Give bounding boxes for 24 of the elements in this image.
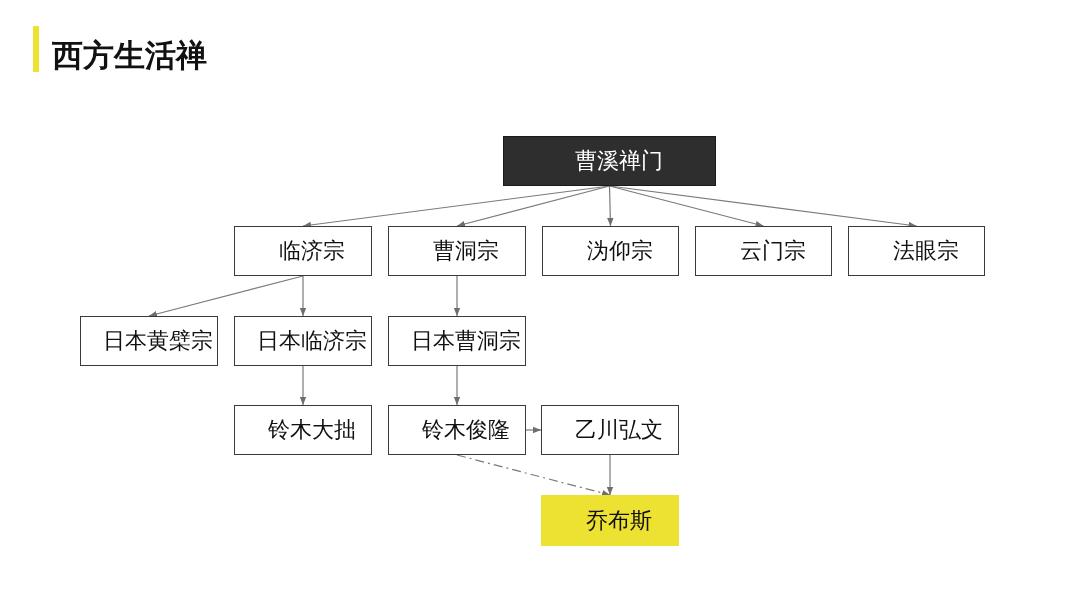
root-box: 曹溪禅门	[503, 136, 716, 186]
arrow	[456, 185, 611, 228]
arrow	[453, 365, 461, 406]
node-box: 临济宗	[234, 226, 372, 276]
node-box: 铃木俊隆	[388, 405, 526, 455]
node-box: 法眼宗	[848, 226, 985, 276]
highlight-box: 乔布斯	[541, 495, 679, 546]
node-box: 沩仰宗	[542, 226, 679, 276]
arrow	[525, 426, 542, 434]
node-box: 曹洞宗	[388, 226, 526, 276]
arrow	[148, 275, 304, 318]
arrow	[607, 185, 614, 227]
node-box: 日本临济宗	[234, 316, 372, 366]
slide-title: 西方生活禅	[52, 36, 207, 75]
arrow	[606, 454, 614, 496]
dashed-arrow	[456, 454, 611, 497]
arrow	[453, 275, 461, 317]
arrow	[299, 365, 307, 406]
node-box: 日本黄檗宗	[80, 316, 218, 366]
node-box: 乙川弘文	[541, 405, 679, 455]
arrow	[299, 275, 307, 317]
node-box: 日本曹洞宗	[388, 316, 526, 366]
node-box: 云门宗	[695, 226, 832, 276]
node-box: 铃木大拙	[234, 405, 372, 455]
